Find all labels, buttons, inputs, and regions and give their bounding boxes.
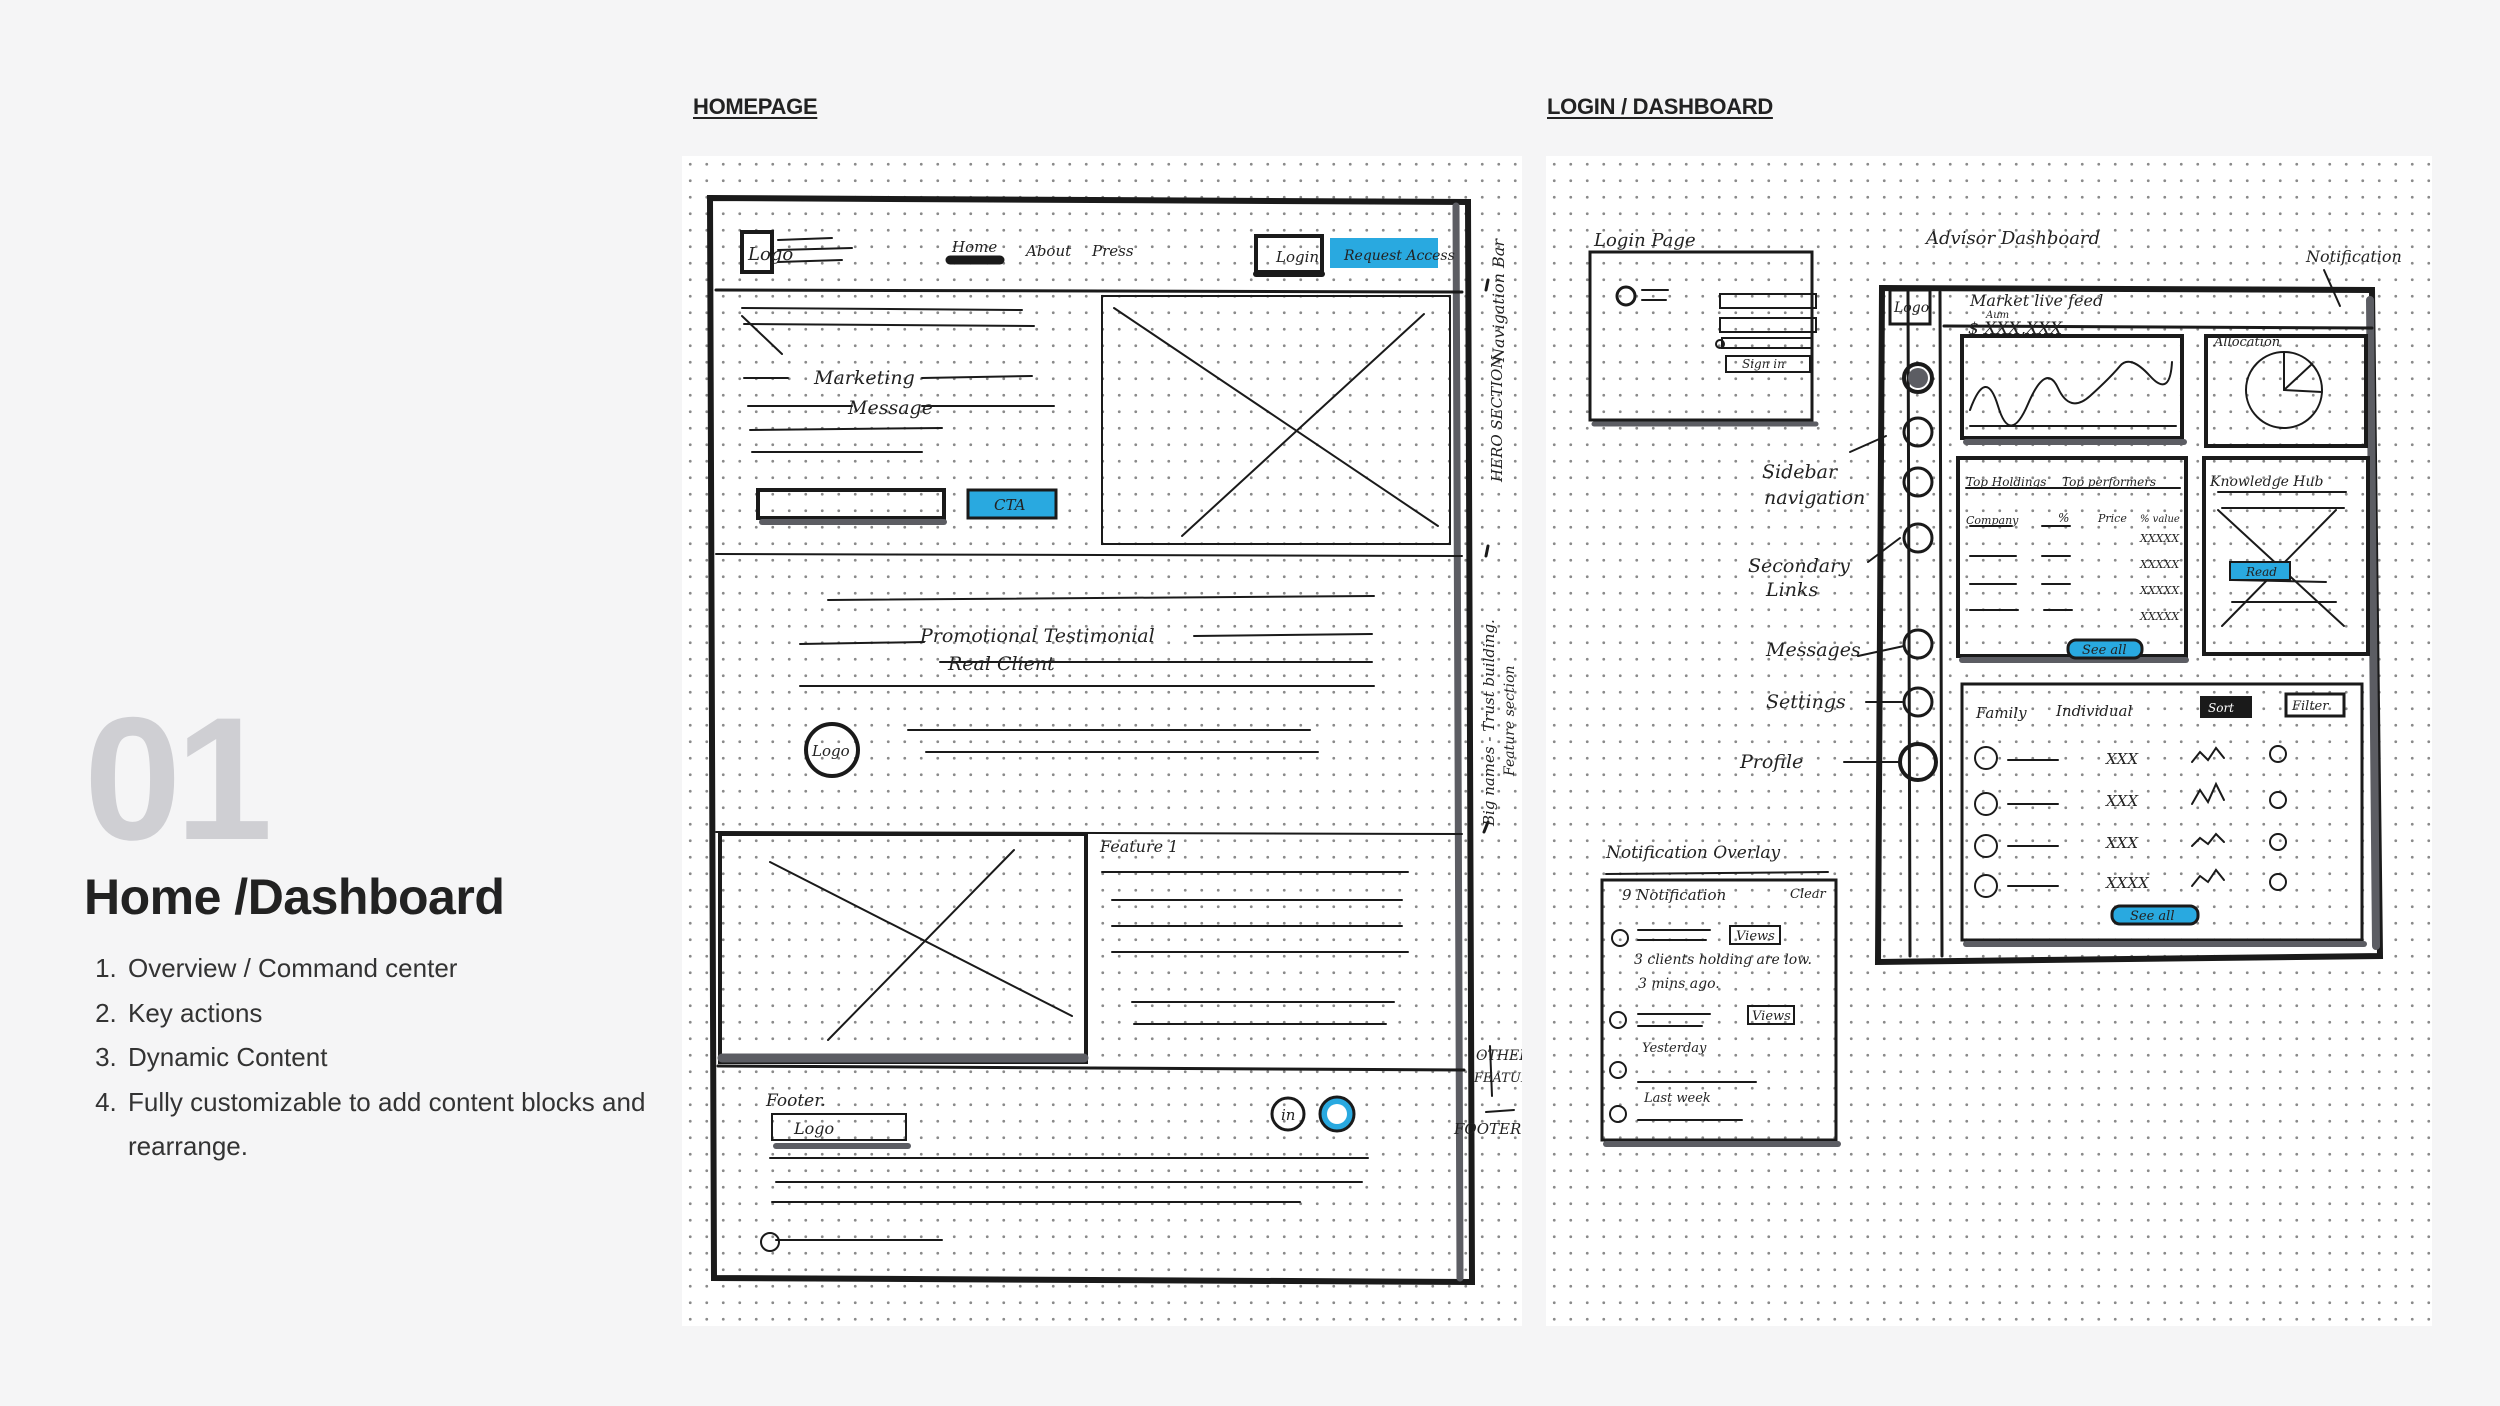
annotation-sidebar: Sidebar	[1762, 461, 1839, 483]
market-feed-label: Market live feed	[1969, 291, 2103, 310]
top-holdings-label: Top Holdings	[1966, 475, 2046, 489]
annotation-navigation: navigation	[1764, 487, 1865, 509]
advisor-dashboard-label: Advisor Dashboard	[1924, 228, 2100, 249]
page-title: Home /Dashboard	[84, 869, 505, 925]
annotation-footer: FOOTER	[1453, 1120, 1521, 1138]
see-all-clients: See all	[2130, 909, 2175, 924]
sketch-client-logo: Logo	[811, 742, 850, 760]
list-item: Dynamic Content	[124, 1035, 684, 1080]
sketch-request-access: Request Access	[1343, 248, 1455, 264]
linkedin-icon: in	[1281, 1106, 1295, 1124]
row-value: XXXX	[2105, 874, 2150, 892]
list-item: Key actions	[124, 991, 684, 1036]
sort-button: Sort	[2208, 701, 2234, 715]
cell-value: XXXXX	[2139, 558, 2180, 571]
col-price: Price	[2097, 512, 2127, 525]
sketch-promo-2: Real Client	[947, 653, 1055, 675]
yesterday-label: Yesterday	[1642, 1041, 1707, 1056]
sketch-marketing-2: Message	[847, 397, 933, 419]
col-percent: %	[2058, 511, 2069, 525]
sketch-nav-about: About	[1024, 242, 1072, 260]
alert-text: 3 clients holding are low.	[1634, 952, 1812, 968]
sign-in-button: Sign in	[1742, 357, 1785, 371]
sketch-promo-1: Promotional Testimonial	[919, 625, 1155, 647]
aum-label: Aum	[1985, 310, 2009, 321]
login-dashboard-section-label: LOGIN / DASHBOARD	[1547, 94, 1773, 119]
section-number: 01	[84, 682, 273, 877]
sketch-feature-1: Feature 1	[1099, 837, 1178, 856]
row-value: XXX	[2105, 750, 2139, 768]
row-value: XXX	[2105, 834, 2139, 852]
row-value: XXX	[2105, 792, 2139, 810]
sketch-nav-press: Press	[1091, 242, 1134, 260]
clear-button: Clear	[1790, 887, 1827, 902]
filter-button: Filter	[2291, 699, 2329, 714]
homepage-sketch: Logo Home About Press Login Request Acce…	[682, 156, 1522, 1326]
annotation-messages: Messages	[1765, 639, 1861, 661]
views-button: Views	[1736, 929, 1775, 944]
homepage-wireframe: Logo Home About Press Login Request Acce…	[706, 194, 1522, 1286]
feature-list: Overview / Command center Key actions Dy…	[86, 946, 684, 1169]
annotation-trust-building: Big names - Trust building.	[1480, 619, 1498, 827]
notification-count: 9 Notification	[1622, 886, 1726, 904]
read-button: Read	[2245, 565, 2277, 579]
homepage-section-label: HOMEPAGE	[693, 94, 818, 119]
sketch-footer-logo: Logo	[793, 1119, 834, 1138]
dashboard-wireframe: Login Page Sign in Advisor Dashboard Not…	[1588, 228, 2402, 1147]
list-item: Fully customizable to add content blocks…	[124, 1080, 684, 1169]
annotation-links: Links	[1765, 579, 1818, 601]
knowledge-hub-label: Knowledge Hub	[2209, 474, 2324, 490]
annotation-settings: Settings	[1766, 691, 1846, 713]
sketch-cta: CTA	[994, 496, 1026, 514]
list-item: Overview / Command center	[124, 946, 684, 991]
annotation-notification: Notification	[2305, 247, 2402, 266]
col-value: % value	[2140, 514, 2180, 525]
views-button: Views	[1752, 1009, 1791, 1024]
tab-individual: Individual	[2055, 702, 2132, 720]
login-page-label: Login Page	[1593, 230, 1696, 251]
dashboard-logo: Logo	[1893, 300, 1929, 316]
last-week-label: Last week	[1643, 1091, 1711, 1106]
sketch-login: Login	[1275, 248, 1319, 266]
notification-overlay-label: Notification Overlay	[1605, 843, 1781, 863]
annotation-feature: FEATURE	[1473, 1071, 1522, 1086]
dashboard-sketch: Login Page Sign in Advisor Dashboard Not…	[1546, 156, 2432, 1326]
top-performers-label: Top performers	[2062, 475, 2156, 489]
sketch-nav-home: Home	[951, 238, 997, 256]
sketch-footer-label: Footer.	[765, 1091, 826, 1111]
alert-time: 3 mins ago.	[1638, 976, 1720, 992]
cell-value: XXXXX	[2139, 584, 2180, 597]
cell-value: XXXXX	[2139, 532, 2180, 545]
annotation-other: OTHER	[1476, 1048, 1522, 1064]
cell-value: XXXXX	[2139, 610, 2180, 623]
aum-amount: $ XXX,XXX	[1968, 319, 2063, 339]
annotation-secondary: Secondary	[1748, 555, 1850, 577]
sketch-logo: Logo	[747, 244, 793, 265]
annotation-profile: Profile	[1739, 751, 1803, 773]
sketch-marketing-1: Marketing	[813, 367, 915, 389]
annotation-hero-section: HERO SECTION	[1488, 355, 1506, 483]
annotation-navigation-bar: Navigation Bar	[1489, 238, 1508, 363]
col-company: Company	[1966, 514, 2019, 527]
see-all-holdings: See all	[2082, 643, 2127, 658]
tab-family: Family	[1975, 704, 2027, 722]
annotation-feature-section: Feature section	[1502, 665, 1518, 777]
allocation-label: Allocation	[2213, 335, 2280, 350]
